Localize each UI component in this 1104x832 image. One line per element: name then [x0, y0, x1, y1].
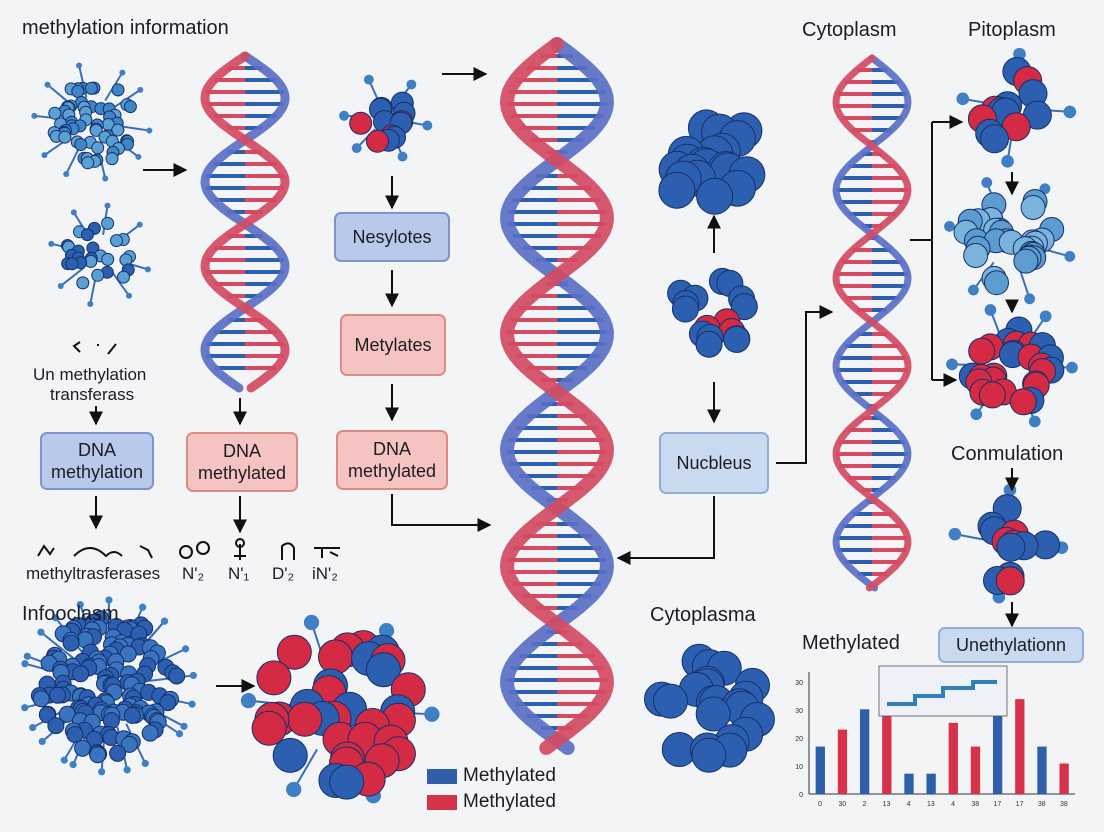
chart-x-tick: 4 [907, 801, 911, 808]
molecule-cluster-11 [241, 615, 440, 804]
chart-x-tick: 13 [883, 801, 891, 808]
methyltrasferases-label: methyltrasferases [26, 564, 160, 584]
nucbleus-box: Nucbleus [659, 432, 769, 494]
arrow [618, 496, 714, 558]
dna-helix-center [507, 44, 607, 748]
dna-methylated-a-line1: DNA [223, 440, 261, 463]
chart-x-tick: 4 [951, 801, 955, 808]
chart-bar [1015, 699, 1024, 794]
chart-y-tick: 20 [795, 736, 803, 743]
nesylotes-box: Nesylotes [334, 212, 450, 262]
bar-chart: 0 10 20 30 30 0 30 2 13 4 13 4 38 17 17 38 38 [783, 662, 1083, 822]
un-methylation-label: Un methylation [33, 365, 146, 385]
chart-y-tick: 0 [799, 792, 803, 799]
molecule-cluster-9 [949, 484, 1069, 604]
molecule-cluster-3 [339, 75, 432, 162]
molecule-cluster-7 [944, 177, 1075, 304]
legend-swatch [427, 769, 457, 784]
metylates-text: Metylates [354, 334, 431, 357]
dna-methylated-b-line2: methylated [348, 460, 436, 483]
n2-label: N'₂ [182, 564, 204, 584]
chart-bar [949, 723, 958, 794]
chart-bar [993, 709, 1002, 794]
chart-bar [926, 774, 935, 794]
hook-icon [282, 543, 294, 560]
chart-x-tick: 30 [838, 801, 846, 808]
squiggle-icon [74, 548, 122, 556]
squiggle-icon [140, 546, 152, 558]
chart-x-tick: 38 [971, 801, 979, 808]
d2-label: D'₂ [272, 564, 294, 584]
dna-methylated-a-line2: methylated [198, 462, 286, 485]
chart-bar [860, 709, 869, 794]
cytoplasma-label: Cytoplasma [650, 604, 756, 627]
chart-bar [904, 774, 913, 794]
molecule-cluster-1 [31, 62, 152, 181]
infooclasm-label: Infooclasm [22, 603, 119, 626]
unethylation-text: Unethylationn [956, 634, 1066, 657]
nesylotes-text: Nesylotes [352, 226, 431, 249]
conmulation-label: Conmulation [951, 443, 1063, 466]
legend: Methylated Methylated [427, 763, 556, 815]
legend-item: Methylated [427, 789, 556, 815]
cytoplasm-top-label: Cytoplasm [802, 19, 896, 42]
squiggle-icon [38, 546, 54, 556]
ring-icon [180, 546, 192, 558]
arrow [392, 494, 490, 525]
chart-y-tick: 30 [795, 708, 803, 715]
dna-methylated-box-a: DNA methylated [186, 432, 298, 492]
caret-icon [74, 342, 116, 354]
molecule-cluster-8 [946, 304, 1078, 427]
legend-label: Methylated [463, 765, 556, 787]
hook-icon [314, 548, 340, 558]
chart-bar [838, 730, 847, 794]
chart-y-tick: 10 [795, 764, 803, 771]
chart-bar [1059, 764, 1068, 795]
legend-swatch [427, 795, 457, 810]
molecule-cluster-6 [956, 48, 1076, 168]
chart-x-tick: 0 [818, 801, 822, 808]
chart-bar [816, 747, 825, 794]
dna-helix-right [836, 58, 908, 588]
methylated-heading: Methylated [802, 632, 900, 655]
metylates-box: Metylates [340, 314, 446, 376]
dna-methylation-line1: DNA [78, 439, 116, 462]
title-label: methylation information [22, 17, 229, 40]
dna-methylated-b-line1: DNA [373, 438, 411, 461]
n1-label: N'₁ [228, 564, 249, 584]
molecule-cluster-5 [668, 268, 758, 357]
nucbleus-text: Nucbleus [676, 452, 751, 475]
chart-y-tick: 30 [795, 680, 803, 687]
dna-helix-left [205, 56, 285, 388]
dna-methylation-line2: methylation [51, 461, 143, 484]
transferass-label: transferass [50, 385, 134, 405]
in2-label: iN'₂ [312, 564, 338, 584]
chart-x-tick: 38 [1060, 801, 1068, 808]
chart-x-tick: 13 [927, 801, 935, 808]
dna-methylated-box-b: DNA methylated [336, 430, 448, 490]
chart-x-tick: 17 [994, 801, 1002, 808]
chart-bar [971, 747, 980, 794]
unethylation-box: Unethylationn [938, 627, 1084, 663]
chart-x-tick: 2 [862, 801, 866, 808]
chart-x-tick: 17 [1016, 801, 1024, 808]
arrow [776, 312, 832, 463]
molecule-cluster-4 [659, 110, 765, 214]
legend-item: Methylated [427, 763, 556, 789]
legend-label: Methylated [463, 791, 556, 813]
chart-bar [1037, 747, 1046, 794]
molecule-cluster-2 [48, 203, 151, 307]
dna-methylation-box: DNA methylation [40, 432, 154, 490]
pitoplasm-label: Pitoplasm [968, 19, 1056, 42]
helix-strand-red [836, 58, 908, 588]
molecule-cluster-12 [645, 644, 775, 772]
ring-icon [197, 542, 209, 554]
chart-x-tick: 38 [1038, 801, 1046, 808]
